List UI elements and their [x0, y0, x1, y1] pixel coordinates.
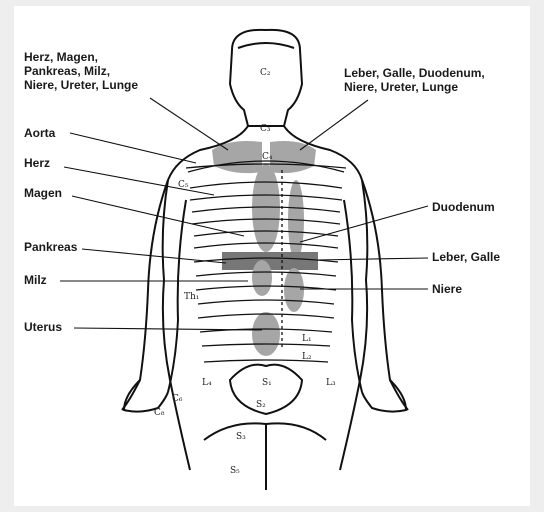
heart-zone [252, 164, 280, 252]
label-herz: Herz [24, 156, 50, 170]
segment-l4: L₄ [202, 378, 212, 388]
label-duodenum: Duodenum [432, 200, 495, 214]
segment-s3: S₃ [236, 432, 246, 442]
segment-c2: C₂ [260, 68, 271, 78]
segment-l2: L₂ [302, 352, 312, 362]
segment-l3: L₃ [326, 378, 336, 388]
label-magen: Magen [24, 186, 62, 200]
shoulder-zone-left [212, 141, 262, 173]
label-aorta: Aorta [24, 126, 55, 140]
segment-c5: C₅ [178, 180, 189, 190]
segment-c8: C₈ [154, 408, 165, 418]
segment-th1: Th₁ [184, 292, 199, 302]
arm-right-outer [362, 180, 408, 410]
sacral-inner [230, 365, 302, 414]
leader-magen [72, 196, 244, 236]
kidney-zone-right [284, 268, 304, 312]
leader-aorta [70, 133, 196, 163]
band-10 [198, 300, 334, 304]
label-niere: Niere [432, 282, 462, 296]
label-uterus: Uterus [24, 320, 62, 334]
segment-s1: S₁ [262, 378, 272, 388]
arm-left-outer [122, 180, 168, 410]
leader-top-left [150, 98, 228, 150]
label-milz: Milz [24, 273, 47, 287]
torso-left [163, 180, 190, 470]
label-pankreas: Pankreas [24, 240, 77, 254]
segment-s2: S₂ [256, 400, 266, 410]
torso-right [340, 180, 367, 470]
leader-duodenum [300, 206, 428, 242]
kidney-zone-left [252, 260, 272, 296]
label-top-left-organs: Herz, Magen, Pankreas, Milz, Niere, Uret… [24, 50, 138, 92]
leader-top-right [300, 100, 368, 150]
segment-c3: C₃ [260, 124, 271, 134]
leader-uterus [74, 328, 262, 330]
segment-c6: C₆ [172, 394, 183, 404]
segment-s5: S₅ [230, 466, 240, 476]
shoulder-zone-right [270, 141, 316, 173]
leader-pankreas [82, 249, 226, 263]
uterus-zone [252, 312, 280, 356]
label-top-right-organs: Leber, Galle, Duodenum, Niere, Ureter, L… [344, 66, 485, 94]
segment-l1: L₁ [302, 334, 312, 344]
head-zones [212, 141, 318, 356]
leader-leber [316, 258, 428, 260]
head-inner-line [238, 43, 294, 48]
segment-c4: C₄ [262, 152, 273, 162]
label-leber-galle: Leber, Galle [432, 250, 500, 264]
